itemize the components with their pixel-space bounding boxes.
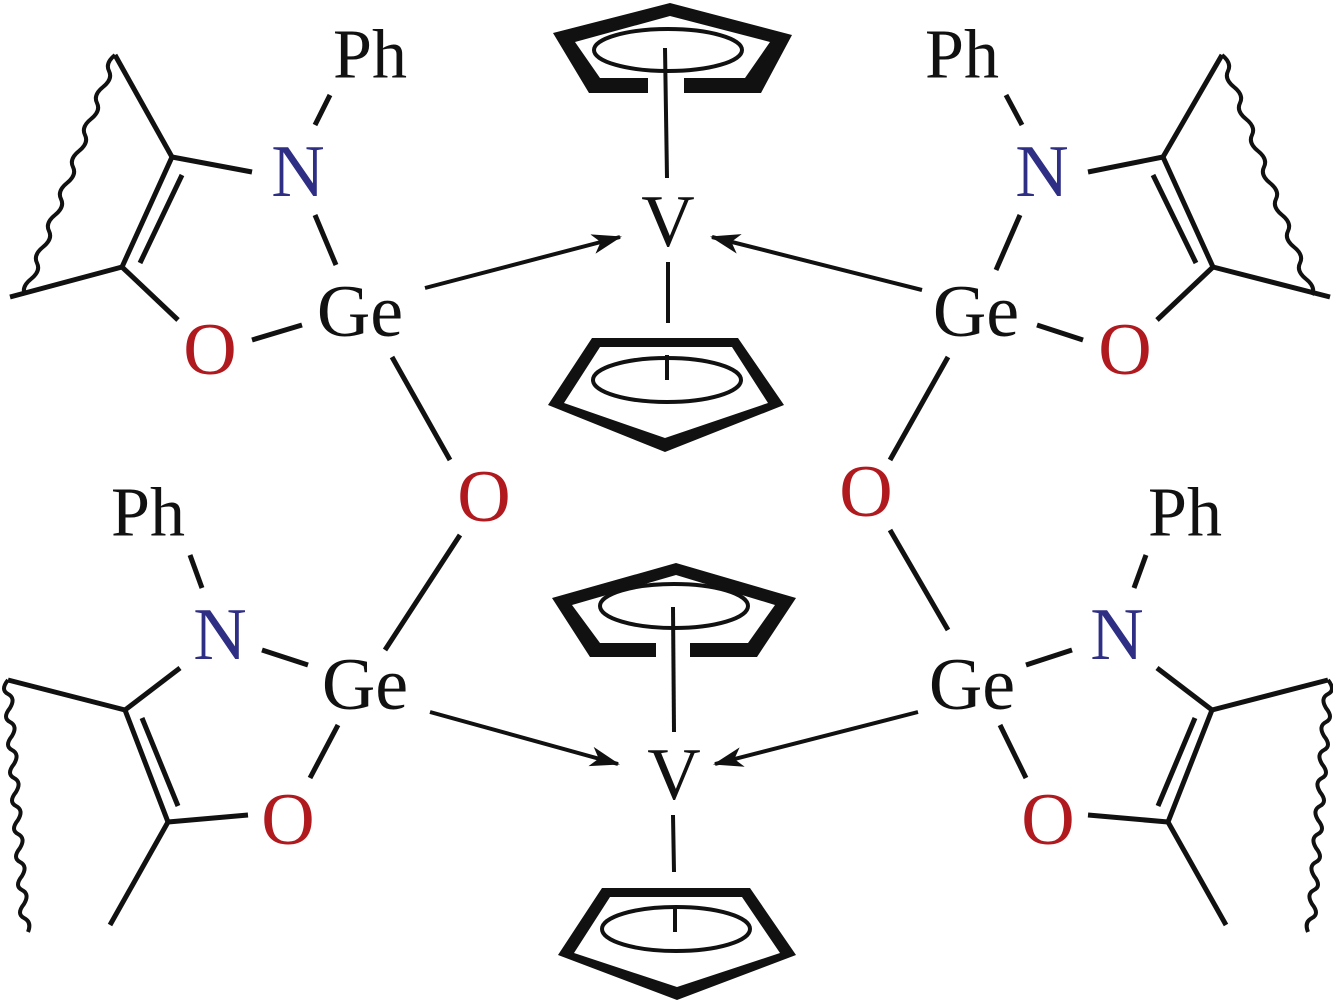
bond — [1211, 677, 1329, 713]
atom-ph: Ph — [925, 17, 999, 94]
atom-o: O — [1021, 779, 1074, 861]
bond — [9, 264, 123, 300]
double-bond — [137, 173, 185, 265]
bond — [123, 666, 182, 712]
bond — [1155, 265, 1215, 322]
bond — [261, 647, 309, 668]
atom-v: V — [641, 181, 694, 263]
bond — [171, 154, 253, 175]
bond — [993, 214, 1023, 271]
bond — [887, 528, 951, 632]
cp-ring — [553, 3, 792, 93]
dative-arrow — [713, 710, 919, 767]
atom-n: N — [271, 131, 324, 213]
bond — [120, 265, 180, 322]
wavy-bond — [2, 678, 32, 933]
bond — [251, 322, 303, 343]
bond — [1165, 820, 1229, 927]
bond — [1003, 93, 1025, 127]
unit-bottom-left: Ph N Ge O — [2, 475, 463, 933]
atom-n: N — [1015, 131, 1068, 213]
atom-ph: Ph — [111, 475, 185, 552]
bond — [1036, 322, 1084, 343]
atom-v: V — [647, 734, 700, 816]
double-bond — [122, 709, 171, 823]
bond — [887, 355, 951, 462]
bond — [1087, 154, 1164, 175]
bond — [312, 214, 339, 266]
dative-arrow — [710, 234, 923, 292]
bond — [1025, 647, 1073, 668]
atom-ge: Ge — [933, 271, 1019, 353]
atom-n: N — [1090, 594, 1143, 676]
double-bond — [1160, 155, 1216, 269]
dative-arrow — [429, 710, 620, 767]
dative-arrow — [424, 234, 622, 290]
double-bond — [1155, 717, 1198, 807]
wavy-bond — [1304, 678, 1333, 933]
bond — [382, 533, 463, 652]
atom-o: O — [1098, 309, 1151, 391]
vanadocene-top: V — [424, 3, 923, 452]
atom-o: O — [261, 779, 314, 861]
atom-o: O — [183, 309, 236, 391]
bond — [1160, 53, 1225, 159]
atom-o-bridge: O — [457, 456, 510, 538]
unit-top-right: Ph N Ge O — [887, 17, 1331, 462]
bond — [1131, 554, 1149, 589]
bond — [187, 554, 205, 589]
bond — [112, 53, 175, 159]
bond — [663, 47, 669, 179]
atom-ge: Ge — [322, 644, 408, 726]
vanadocene-bottom: V — [429, 563, 919, 1000]
bond — [671, 606, 676, 733]
bond — [671, 814, 676, 873]
bond — [7, 677, 126, 713]
cp-ring — [558, 888, 796, 1000]
atom-ge: Ge — [929, 644, 1015, 726]
bond — [1155, 666, 1214, 712]
atom-ge: Ge — [317, 271, 403, 353]
bond — [1212, 264, 1331, 300]
bond — [1087, 812, 1169, 825]
cp-ring — [548, 338, 784, 452]
double-bond — [1165, 709, 1215, 823]
atom-o-bridge: O — [839, 451, 892, 533]
double-bond — [1150, 173, 1199, 265]
wavy-bond — [21, 53, 117, 296]
double-bond — [119, 155, 175, 269]
atom-ph: Ph — [1148, 475, 1222, 552]
bond — [312, 93, 333, 127]
bond — [167, 812, 249, 825]
unit-top-left: Ph N Ge O — [9, 17, 453, 462]
bond — [389, 355, 453, 462]
atom-ph: Ph — [333, 17, 407, 94]
double-bond — [139, 717, 181, 807]
unit-bottom-right: Ph N Ge O — [887, 475, 1333, 933]
bond — [107, 820, 171, 927]
bond — [307, 723, 341, 780]
atom-n: N — [193, 594, 246, 676]
bond — [997, 723, 1029, 780]
wavy-bond — [1220, 53, 1316, 296]
